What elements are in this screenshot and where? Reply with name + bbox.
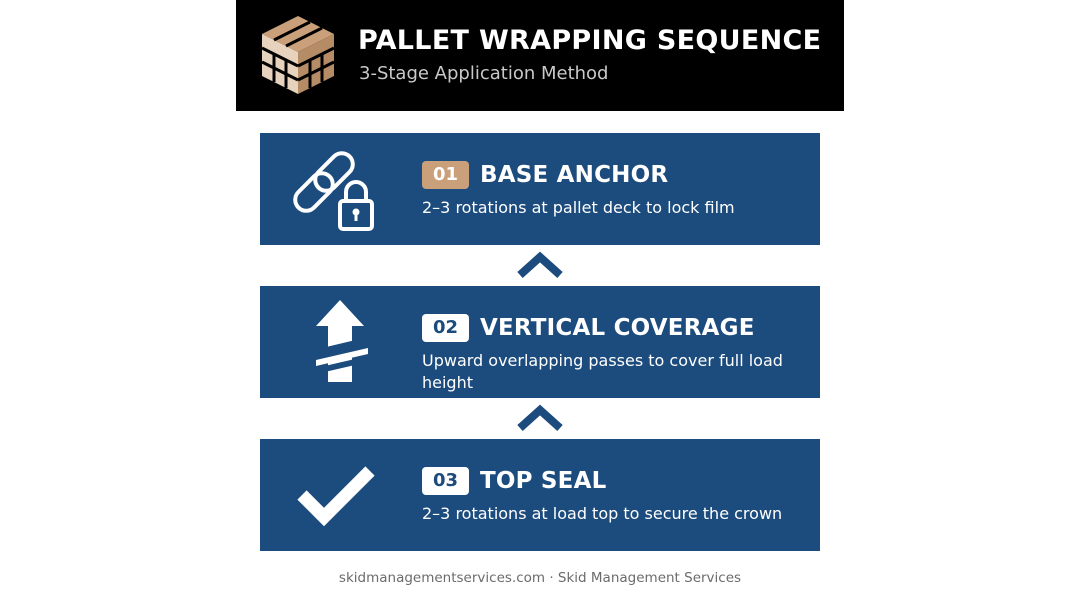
stage-number-badge: 01 <box>422 161 469 189</box>
stage-title: BASE ANCHOR <box>480 162 669 188</box>
stage-card-vertical-coverage: 02 VERTICAL COVERAGE Upward overlapping … <box>260 286 820 398</box>
pallet-stack-logo-icon <box>261 16 335 94</box>
stage-card-base-anchor: 01 BASE ANCHOR 2–3 rotations at pallet d… <box>260 133 820 245</box>
page-title: PALLET WRAPPING SEQUENCE <box>358 25 822 56</box>
stage-card-top-seal: 03 TOP SEAL 2–3 rotations at load top to… <box>260 439 820 551</box>
stage-description: 2–3 rotations at pallet deck to lock fil… <box>422 198 735 217</box>
chain-lock-icon <box>293 151 374 231</box>
footer-credit: skidmanagementservices.com · Skid Manage… <box>338 570 742 586</box>
stage-description: Upward overlapping passes to cover full … <box>422 351 783 392</box>
stage-title: TOP SEAL <box>480 468 607 494</box>
stage-title: VERTICAL COVERAGE <box>480 315 755 341</box>
header-banner: PALLET WRAPPING SEQUENCE 3-Stage Applica… <box>236 0 844 111</box>
chevron-up-icon <box>517 404 563 431</box>
stage-number-badge: 03 <box>422 467 469 495</box>
stage-number-badge: 02 <box>422 314 469 342</box>
stage-description: 2–3 rotations at load top to secure the … <box>422 504 783 523</box>
chevron-up-icon <box>517 251 563 278</box>
wrapped-up-arrow-icon <box>316 300 368 382</box>
page-subtitle: 3-Stage Application Method <box>359 63 609 84</box>
checkmark-icon <box>297 466 375 527</box>
